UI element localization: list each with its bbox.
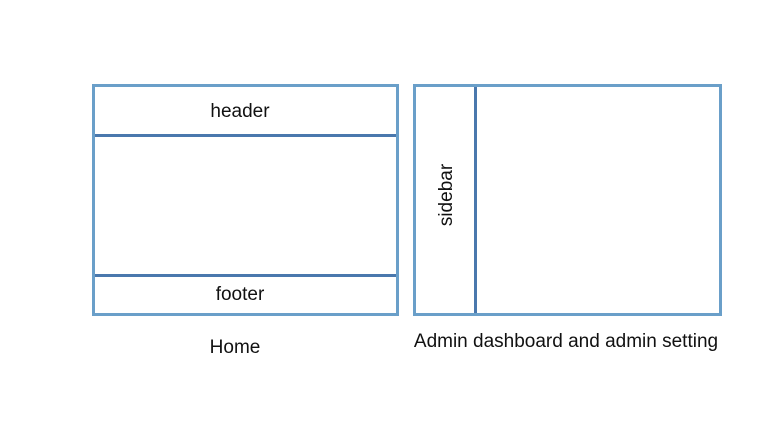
admin-sidebar-label: sidebar [436, 163, 457, 227]
home-header-label: header [210, 101, 270, 122]
home-layout-frame [92, 84, 399, 316]
home-footer-label: footer [215, 284, 265, 305]
admin-layout-frame [413, 84, 722, 316]
home-header-divider [95, 134, 396, 137]
home-footer-divider [95, 274, 396, 277]
admin-caption: Admin dashboard and admin setting [413, 331, 719, 352]
admin-sidebar-divider [474, 87, 477, 313]
home-caption: Home [209, 337, 261, 358]
